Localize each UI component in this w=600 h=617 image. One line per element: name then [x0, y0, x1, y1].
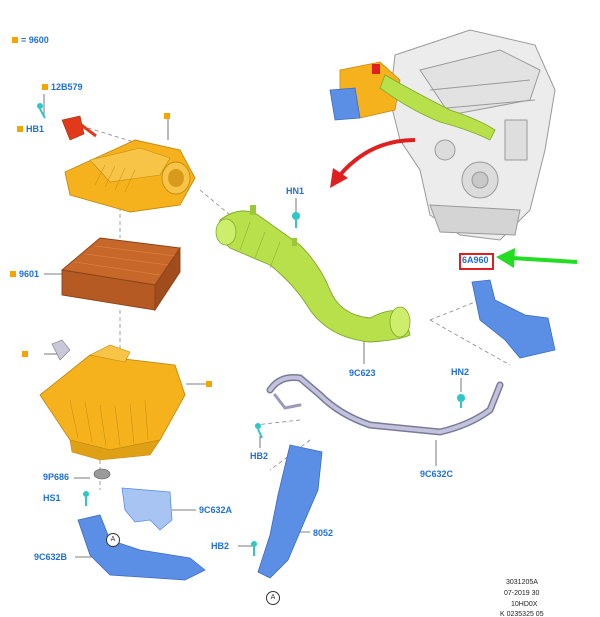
reference-line-4: K 0235325 05 — [500, 611, 544, 616]
bracket-8052 — [257, 444, 323, 579]
clip-icon — [51, 339, 71, 361]
marker-12B579 — [42, 84, 48, 90]
grommet-9P686 — [93, 468, 111, 480]
label-hb2-lower[interactable]: HB2 — [211, 541, 230, 551]
label-hb1[interactable]: HB1 — [26, 124, 45, 134]
label-hb2-mid[interactable]: HB2 — [250, 451, 269, 461]
label-8052[interactable]: 8052 — [313, 528, 334, 538]
legend-marker — [12, 37, 18, 43]
assembly-dashed-lines — [87, 127, 511, 490]
bracket-9C632A — [121, 487, 173, 531]
label-12B579[interactable]: 12B579 — [51, 82, 83, 92]
air-cleaner-housing — [39, 344, 186, 461]
label-9C632B[interactable]: 9C632B — [34, 552, 68, 562]
label-hn2[interactable]: HN2 — [451, 367, 470, 377]
label-9C623[interactable]: 9C623 — [349, 368, 376, 378]
air-duct-9C623 — [215, 205, 411, 343]
screw-hn1-icon — [292, 212, 300, 228]
screw-hb1-icon — [37, 103, 46, 119]
highlight-6A960 — [459, 253, 494, 270]
label-hs1[interactable]: HS1 — [43, 493, 61, 503]
label-9C632C[interactable]: 9C632C — [420, 469, 454, 479]
marker-cover — [164, 113, 170, 119]
leader-lines — [43, 94, 462, 558]
view-marker-a-left: A — [106, 533, 120, 547]
legend-text: = 9600 — [21, 35, 49, 45]
screw-hb2-lower-icon — [251, 541, 257, 556]
screw-hb2-icon — [255, 423, 263, 439]
engine-duct-small — [379, 74, 496, 141]
label-6A960[interactable]: 6A960 — [462, 255, 489, 265]
screw-hn2-icon — [457, 394, 465, 408]
label-9P686[interactable]: 9P686 — [43, 472, 70, 482]
reference-line-1: 3031205A — [506, 579, 538, 586]
air-filter-element — [60, 237, 181, 312]
bracket-6A960 — [471, 279, 556, 359]
air-cleaner-cover — [64, 139, 196, 213]
marker-hb1 — [17, 126, 23, 132]
marker-housing — [206, 381, 212, 387]
red-arrow — [330, 138, 416, 188]
marker-clip — [22, 351, 28, 357]
view-marker-a-right: A — [266, 591, 280, 605]
label-hn1[interactable]: HN1 — [286, 186, 305, 196]
reference-line-3: 10HD0X — [511, 601, 538, 608]
marker-9601 — [10, 271, 16, 277]
tube-9C632C — [266, 374, 504, 436]
engine-illustration — [389, 29, 556, 241]
label-9C632A[interactable]: 9C632A — [199, 505, 233, 515]
reference-line-2: 07-2019 30 — [504, 590, 540, 597]
label-9601[interactable]: 9601 — [19, 269, 40, 279]
sensor-12B579 — [61, 115, 97, 141]
screw-hs1-icon — [83, 491, 89, 506]
green-arrow — [496, 248, 578, 268]
bracket-9C632B — [77, 514, 206, 581]
